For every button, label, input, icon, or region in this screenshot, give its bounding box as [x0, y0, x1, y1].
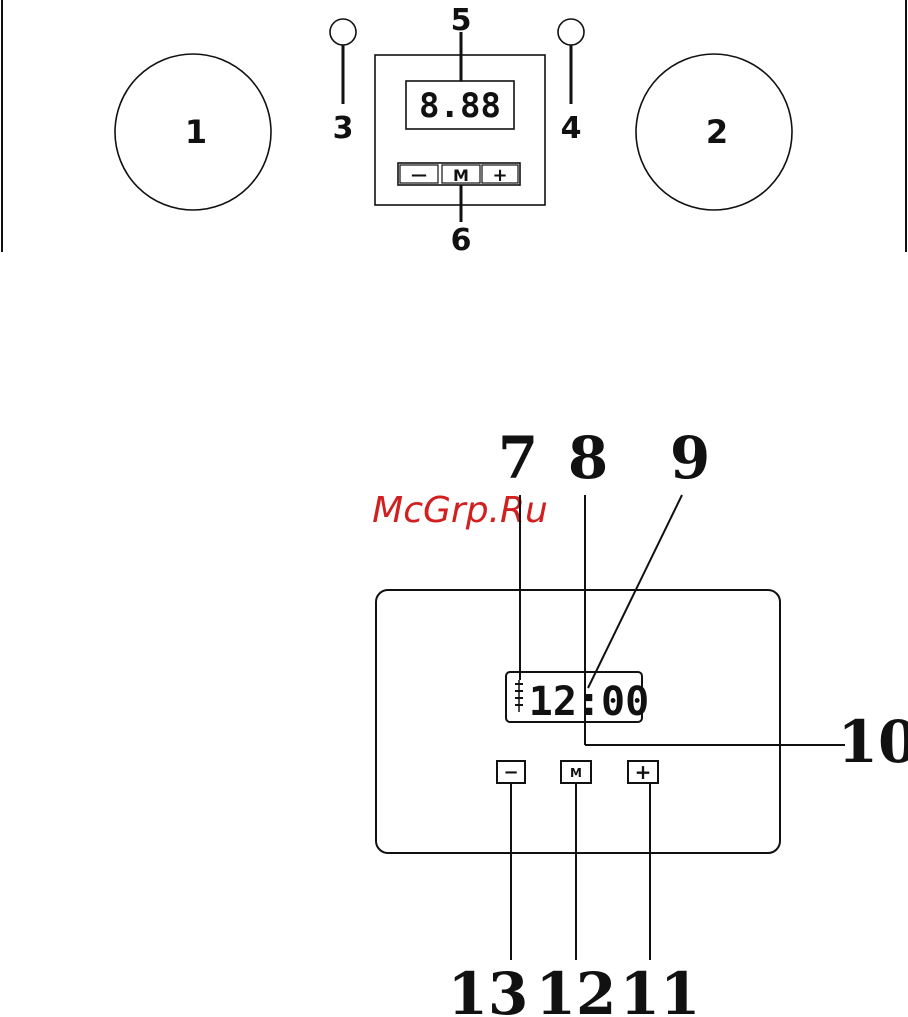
- enlarged-minus-button-label: −: [503, 762, 518, 783]
- callout-label-8: 8: [568, 424, 608, 492]
- callout-label-9: 9: [670, 424, 710, 492]
- callout-label-4: 4: [561, 111, 582, 146]
- callout-label-13: 13: [448, 960, 529, 1017]
- top-panel: 1 2 3 4 5 8.88 — M + 6: [2, 0, 906, 258]
- callout-label-12: 12: [536, 960, 617, 1017]
- enlarged-mode-button-label: M: [570, 766, 582, 780]
- callout-label-10: 10: [838, 708, 908, 776]
- watermark: McGrp.Ru: [372, 490, 548, 531]
- burner-zone-2-label: 2: [706, 113, 728, 151]
- callout-label-6: 6: [451, 223, 472, 258]
- callout-label-3: 3: [333, 111, 354, 146]
- burner-zone-1-label: 1: [185, 113, 207, 151]
- indicator-light-right: [558, 19, 584, 45]
- minus-button-label: —: [411, 165, 427, 184]
- indicator-light-left: [330, 19, 356, 45]
- plus-button-label: +: [492, 165, 507, 186]
- timer-display-digits: 8.88: [419, 86, 501, 126]
- callout-label-11: 11: [620, 960, 701, 1017]
- enlarged-plus-button-label: +: [635, 760, 652, 784]
- callout-label-7: 7: [498, 424, 538, 492]
- mode-button-label: M: [453, 166, 469, 185]
